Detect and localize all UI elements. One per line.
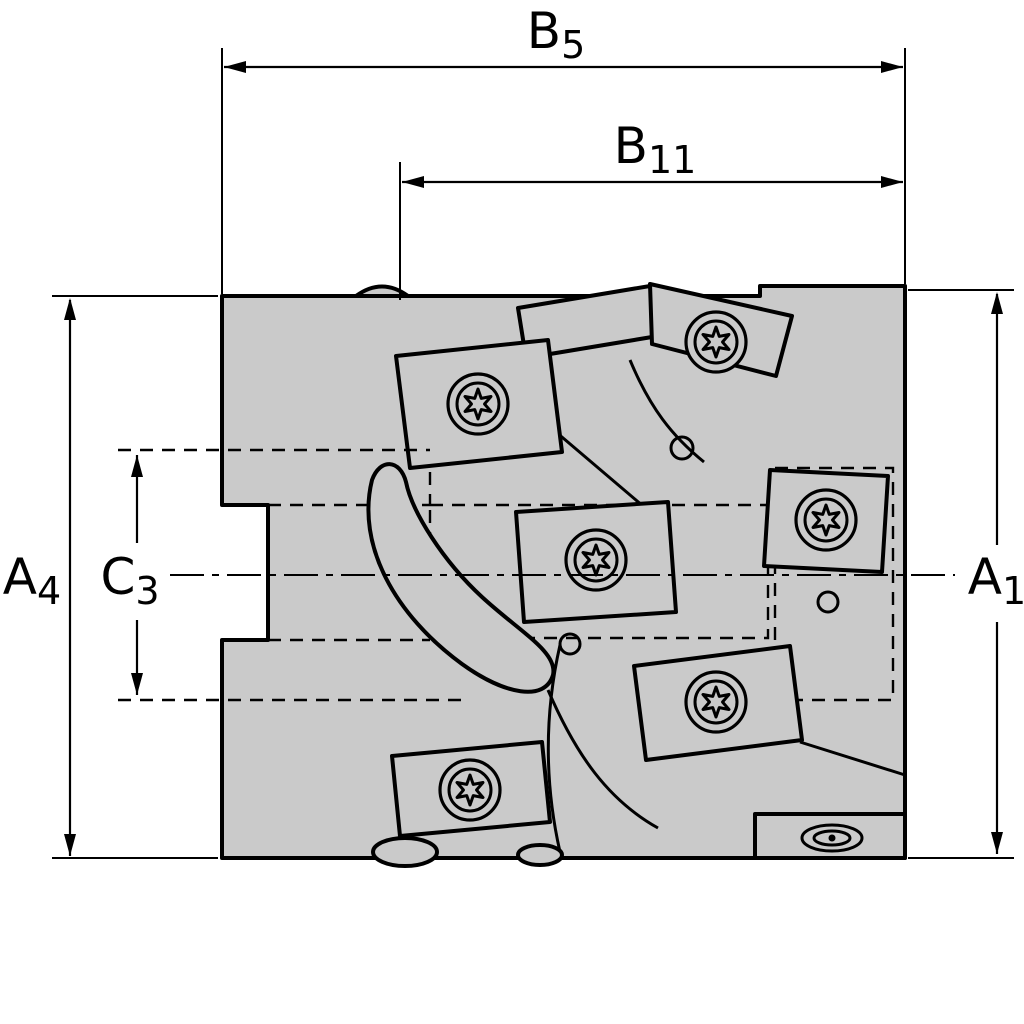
arrowhead [131,673,143,695]
side-screw-icon [800,823,864,853]
dimension-label-c3: C3 [100,548,159,613]
chip-flute [366,462,556,694]
arrowhead [881,61,903,73]
pin-hole [669,435,695,461]
arrowhead [881,176,903,188]
dimension-label-a4: A4 [3,548,61,613]
pocket-edge [799,740,906,777]
torx-screw-icon [684,670,748,734]
torx-screw-icon [564,528,628,592]
pin-hole [558,632,582,656]
dimension-annotations: B5 B11 A4 C3 [3,2,1024,859]
torx-screw-icon [438,758,502,822]
flute-curve [628,359,705,464]
bottom-edge-lobe [371,836,439,868]
arrowhead [402,176,424,188]
torx-screw-icon [684,310,748,374]
pin-hole [816,590,840,614]
arrowhead [224,61,246,73]
arrowhead [991,832,1003,854]
flute-curve [546,689,659,830]
hidden-detail-rect-right [773,466,895,702]
bottom-edge-lobe [516,843,564,867]
dimension-label-a1: A1 [968,548,1024,613]
top-edge-lobe [354,284,410,298]
arrowhead [131,455,143,477]
arrowhead [64,834,76,856]
torx-screw-icon [446,372,510,436]
arrowhead [64,298,76,320]
torx-screw-icon [794,488,858,552]
arrowhead [991,292,1003,314]
dimension-label-b5: B5 [527,2,586,67]
dimension-label-b11: B11 [614,117,697,182]
pocket-edge [555,430,651,514]
cutter-body-group [220,282,907,868]
flute-curve [546,644,562,853]
hidden-detail-rect-center [428,503,770,640]
